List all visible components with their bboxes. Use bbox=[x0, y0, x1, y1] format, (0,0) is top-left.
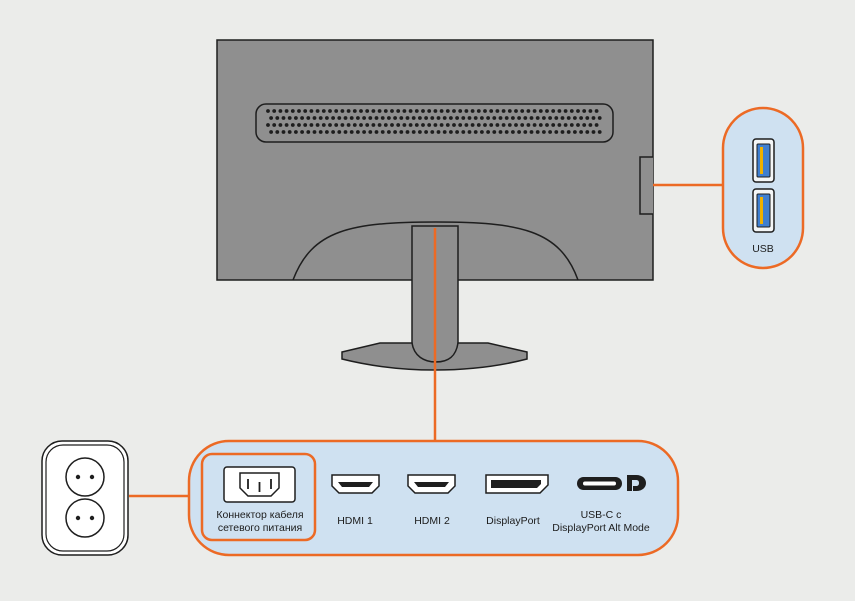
usb-c-port-icon bbox=[577, 477, 622, 490]
displayport-logo-icon bbox=[627, 475, 646, 491]
stand-mount-arc bbox=[292, 221, 579, 281]
wall-outlet-icon bbox=[41, 440, 129, 556]
power-connector-label: Коннектор кабеля сетевого питания bbox=[216, 509, 304, 534]
ports-callout bbox=[187, 439, 680, 557]
stand-base bbox=[341, 342, 528, 371]
hdmi1-label: HDMI 1 bbox=[337, 515, 373, 527]
hdmi2-label: HDMI 2 bbox=[414, 515, 450, 527]
usb-port-icon bbox=[752, 188, 775, 233]
vent-holes bbox=[266, 109, 602, 134]
displayport-label: DisplayPort bbox=[486, 515, 540, 527]
iec-power-connector-icon bbox=[223, 466, 296, 503]
hdmi-port-icon bbox=[407, 474, 456, 494]
usb-port-icon bbox=[752, 138, 775, 183]
side-usb-housing bbox=[639, 156, 653, 215]
displayport-port-icon bbox=[485, 474, 549, 494]
hdmi-port-icon bbox=[331, 474, 380, 494]
usb-label: USB bbox=[752, 243, 774, 255]
power-highlight-frame bbox=[200, 452, 317, 542]
usbc-label: USB-C с DisplayPort Alt Mode bbox=[552, 509, 650, 534]
usb-callout bbox=[721, 106, 805, 270]
